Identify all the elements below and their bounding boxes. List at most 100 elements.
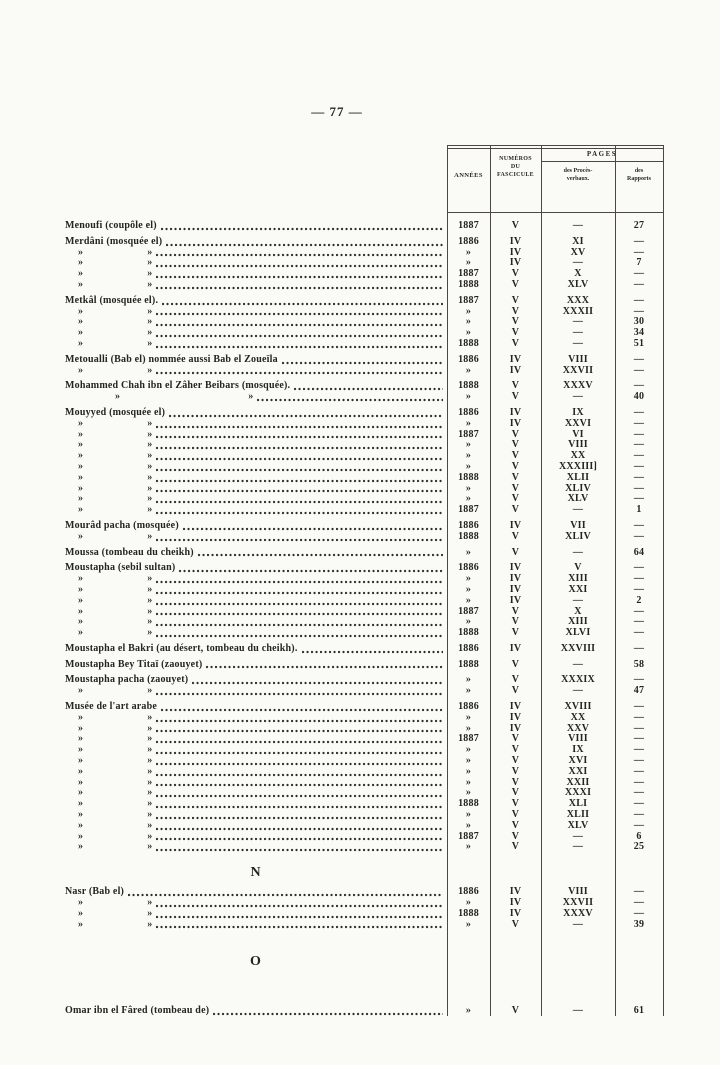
cell-proces-verbaux: XXXV xyxy=(563,907,593,919)
table-row: Moustapha el Bakri (au désert, tombeau d… xyxy=(65,643,663,655)
ditto-mark: » xyxy=(78,744,84,756)
table-row: »»»V—47 xyxy=(65,685,663,697)
dots-leader xyxy=(156,815,443,820)
entry-cell: »» xyxy=(65,338,447,350)
entry-cell: Moussa (tombeau du cheikh) xyxy=(65,547,447,559)
entry-cell: Moustapha Bey Titaï (zaouyet) xyxy=(65,659,447,671)
dots-leader xyxy=(156,612,443,617)
cell-proces-verbaux: XXXIX xyxy=(561,674,595,686)
ditto-mark: » xyxy=(78,722,84,734)
entry-cell: Musée de l'art arabe xyxy=(65,701,447,713)
entry-cell: »» xyxy=(65,766,447,778)
dots-leader xyxy=(257,397,443,402)
ditto-mark: » xyxy=(147,268,153,280)
ditto-mark: » xyxy=(147,819,153,831)
cell-proces-verbaux: — xyxy=(572,391,584,403)
cell-annee: » xyxy=(465,809,472,821)
cell-rapports: — xyxy=(633,809,645,821)
cell-fascicule: V xyxy=(511,685,520,697)
entry-cell: »» xyxy=(65,734,447,745)
cell-fascicule: V xyxy=(511,439,520,451)
cell-proces-verbaux: XXXV xyxy=(563,380,593,392)
cell-fascicule: V xyxy=(511,294,520,306)
cell-fascicule: V xyxy=(511,471,520,483)
entry-cell: »» xyxy=(65,306,447,318)
ditto-mark: » xyxy=(147,722,153,734)
ditto-mark: » xyxy=(78,268,84,280)
entry-label: Metkâl (mosquée el). xyxy=(65,294,159,306)
ditto-mark: » xyxy=(147,744,153,756)
entry-label: Metoualli (Bab el) nommée aussi Bab el Z… xyxy=(65,353,278,365)
cell-proces-verbaux: XXVII xyxy=(562,897,594,909)
ditto-mark: » xyxy=(147,594,153,606)
cell-annee: 1888 xyxy=(458,380,479,392)
ditto-mark: » xyxy=(147,627,153,639)
cell-annee: » xyxy=(465,460,472,472)
cell-fascicule: V xyxy=(511,493,520,505)
cell-annee: 1887 xyxy=(458,733,479,745)
cell-rapports: 27 xyxy=(633,220,645,231)
ditto-mark: » xyxy=(78,711,84,723)
cell-proces-verbaux: — xyxy=(572,841,584,853)
ditto-mark: » xyxy=(78,627,84,639)
cell-proces-verbaux: XLIV xyxy=(565,530,591,542)
cell-proces-verbaux: XXV xyxy=(566,722,590,734)
ditto-mark: » xyxy=(147,918,153,930)
ditto-mark: » xyxy=(78,755,84,767)
dots-leader xyxy=(156,323,443,328)
cell-annee: 1888 xyxy=(458,627,479,639)
dots-leader xyxy=(156,446,443,451)
cell-rapports: — xyxy=(633,562,645,574)
cell-fascicule: IV xyxy=(509,711,522,723)
dots-leader xyxy=(156,914,443,919)
dots-leader xyxy=(162,301,443,306)
dots-leader xyxy=(156,489,443,494)
dots-leader xyxy=(156,500,443,505)
cell-annee: » xyxy=(465,573,472,585)
cell-proces-verbaux: VIII xyxy=(568,733,588,745)
entry-cell: »» xyxy=(65,830,447,843)
cell-fascicule: V xyxy=(511,530,520,542)
dots-leader xyxy=(156,623,443,628)
table-row: »»»V—34 xyxy=(65,327,663,339)
entry-cell: »» xyxy=(65,584,447,596)
ditto-mark: » xyxy=(78,685,84,697)
cell-fascicule: V xyxy=(511,627,520,639)
dots-leader xyxy=(156,837,443,842)
dots-leader xyxy=(156,633,443,638)
entry-cell: »» xyxy=(65,450,447,462)
ditto-mark: » xyxy=(78,787,84,799)
cell-rapports: — xyxy=(633,616,645,628)
cell-rapports: — xyxy=(633,819,645,831)
cell-fascicule: V xyxy=(511,428,520,440)
cell-fascicule: V xyxy=(511,755,520,767)
section-letter: N xyxy=(250,865,262,881)
table-rule-vertical xyxy=(490,145,491,1016)
column-header-fascicule-line: NUMÉROS xyxy=(499,156,532,162)
cell-rapports: — xyxy=(633,733,645,745)
entry-label: Omar ibn el Fâred (tombeau de) xyxy=(65,1005,210,1017)
cell-rapports: — xyxy=(633,482,645,494)
ditto-mark: » xyxy=(78,918,84,930)
cell-annee: » xyxy=(465,546,472,558)
cell-annee: » xyxy=(465,787,472,799)
cell-fascicule: V xyxy=(511,798,520,810)
ditto-mark: » xyxy=(78,504,84,516)
cell-rapports: — xyxy=(633,353,645,365)
ditto-mark: » xyxy=(147,246,153,258)
column-header-annees: ANNÉES xyxy=(454,172,483,179)
ditto-mark: » xyxy=(147,616,153,628)
cell-annee: » xyxy=(465,1005,472,1017)
ditto-mark: » xyxy=(78,830,84,842)
ditto-mark: » xyxy=(147,278,153,290)
ditto-mark: » xyxy=(147,907,153,919)
